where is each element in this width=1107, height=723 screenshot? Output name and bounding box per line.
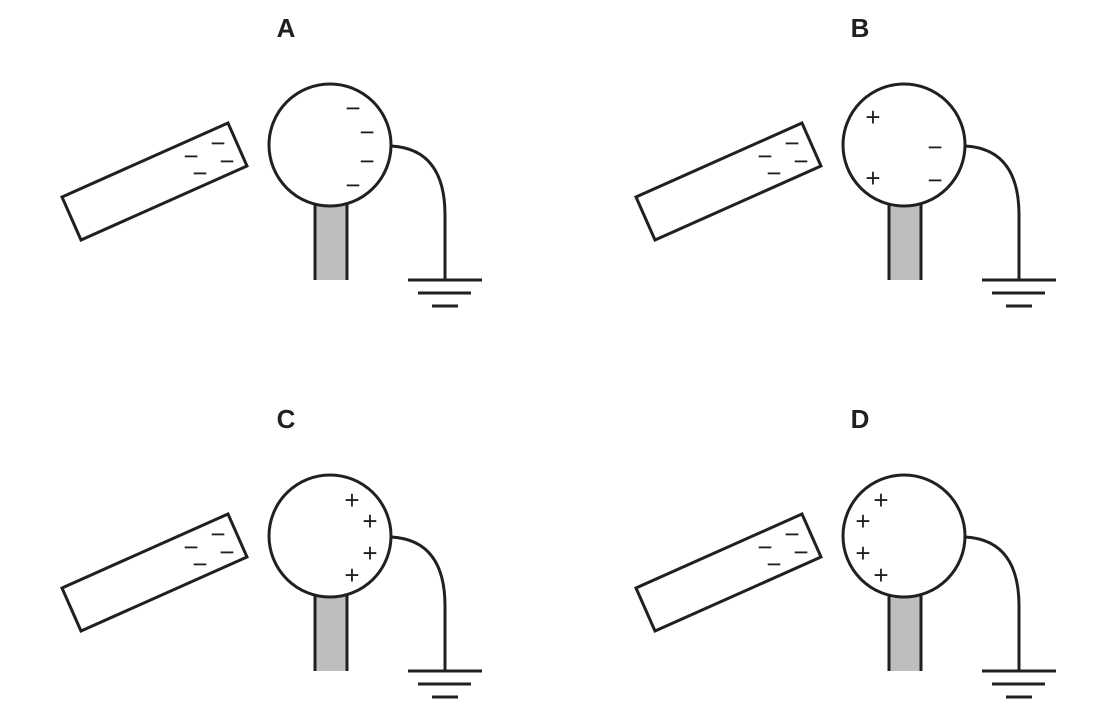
sphere-charge: + — [873, 485, 888, 515]
panel-d: D−−−−++++ — [634, 404, 1056, 699]
ground-symbol-icon — [982, 278, 1056, 308]
charged-rod — [60, 121, 249, 242]
sphere-charge: + — [855, 538, 870, 568]
sphere-charge: + — [362, 538, 377, 568]
ground-wire — [964, 535, 1021, 671]
charged-rod — [634, 121, 823, 242]
panel-label: B — [851, 13, 870, 43]
sphere-charge: + — [344, 485, 359, 515]
sphere-charge: + — [865, 163, 880, 193]
rod-charge: − — [784, 519, 799, 549]
sphere-charge: + — [344, 560, 359, 590]
rod-charge: − — [210, 519, 225, 549]
rod-charge: − — [793, 146, 808, 176]
metal-sphere — [841, 473, 967, 599]
ground-wire — [390, 144, 447, 280]
rod-charge: − — [192, 158, 207, 188]
insulating-stand — [315, 591, 347, 671]
rod-charge: − — [183, 532, 198, 562]
rod-charge: − — [757, 532, 772, 562]
charged-rod — [634, 512, 823, 633]
ground-symbol-icon — [408, 669, 482, 699]
panel-b: B−−−−++−− — [634, 13, 1056, 308]
ground-symbol-icon — [982, 669, 1056, 699]
metal-sphere — [267, 82, 393, 208]
rod-charge: − — [192, 549, 207, 579]
panel-c: C−−−−++++ — [60, 404, 482, 699]
ground-symbol-icon — [408, 278, 482, 308]
sphere-charge: − — [345, 170, 360, 200]
panel-label: A — [277, 13, 296, 43]
panel-label: D — [851, 404, 870, 434]
ground-wire — [964, 144, 1021, 280]
sphere-charge: − — [359, 146, 374, 176]
charged-rod — [60, 512, 249, 633]
insulating-stand — [889, 591, 921, 671]
sphere-charge: + — [362, 506, 377, 536]
rod-charge: − — [183, 141, 198, 171]
ground-wire — [390, 535, 447, 671]
sphere-charge: + — [873, 560, 888, 590]
rod-charge: − — [766, 158, 781, 188]
metal-sphere — [267, 473, 393, 599]
rod-charge: − — [757, 141, 772, 171]
sphere-charge: − — [927, 165, 942, 195]
rod-charge: − — [793, 537, 808, 567]
rod-charge: − — [219, 537, 234, 567]
sphere-charge: + — [855, 506, 870, 536]
rod-charge: − — [784, 128, 799, 158]
sphere-charge: − — [359, 117, 374, 147]
rod-charge: − — [219, 146, 234, 176]
panel-label: C — [277, 404, 296, 434]
rod-charge: − — [210, 128, 225, 158]
insulating-stand — [315, 200, 347, 280]
sphere-charge: − — [345, 93, 360, 123]
sphere-charge: − — [927, 132, 942, 162]
insulating-stand — [889, 200, 921, 280]
rod-charge: − — [766, 549, 781, 579]
sphere-charge: + — [865, 102, 880, 132]
panel-a: A−−−−−−−− — [60, 13, 482, 308]
metal-sphere — [841, 82, 967, 208]
